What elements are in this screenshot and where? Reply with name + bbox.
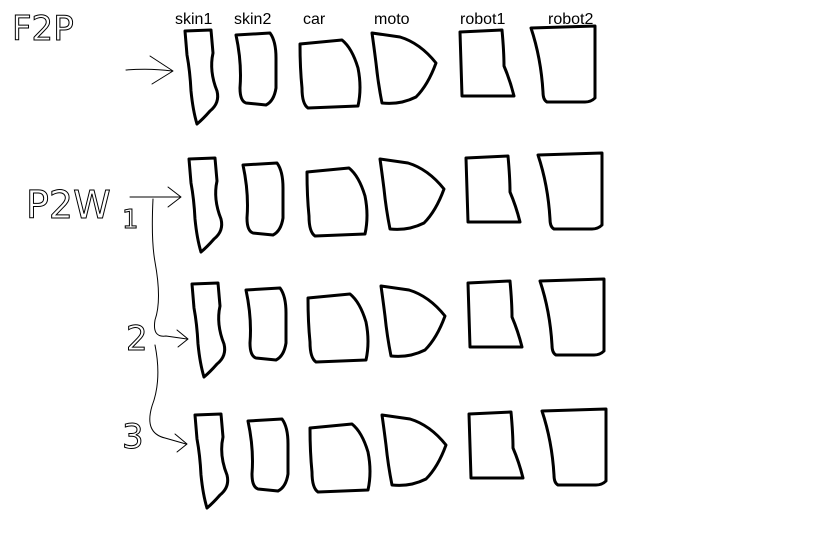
skin1-shape [193, 412, 230, 510]
robot2-shape [529, 24, 597, 104]
skin2-shape [241, 161, 285, 237]
robot2-shape [538, 277, 606, 357]
row-labels: F2P P2W 1 2 3 [12, 9, 149, 458]
p2w-row-2 [190, 277, 606, 379]
moto-shape [378, 157, 446, 231]
car-shape [298, 38, 362, 110]
skin1-shape [187, 156, 224, 254]
robot2-shape [536, 151, 604, 231]
f2p-arrow [125, 55, 174, 85]
column-label-car: car [303, 11, 326, 28]
skin2-shape [244, 286, 288, 362]
column-label-robot2: robot2 [548, 11, 593, 28]
car-shape [308, 422, 372, 494]
skin2-shape [234, 31, 278, 107]
f2p-row [183, 24, 597, 126]
car-shape [305, 166, 369, 238]
robot1-shape [464, 154, 522, 224]
column-label-skin1: skin1 [175, 11, 212, 28]
moto-shape [370, 31, 438, 105]
moto-shape [379, 284, 447, 358]
skin2-shape [246, 417, 290, 493]
column-labels: skin1 skin2 car moto robot1 robot2 [175, 11, 593, 28]
car-shape [306, 292, 370, 364]
robot1-shape [458, 28, 516, 98]
column-label-robot1: robot1 [460, 11, 505, 28]
p2w-bracket-arrow [129, 186, 189, 453]
column-label-skin2: skin2 [234, 11, 271, 28]
p2w-label: P2W [26, 183, 111, 227]
robot1-shape [467, 410, 525, 480]
p2w-row-3-label: 3 [122, 417, 144, 457]
column-label-moto: moto [374, 11, 410, 28]
p2w-row-3 [193, 407, 608, 510]
skin1-shape [190, 281, 227, 379]
robot2-shape [540, 407, 608, 487]
arrows [125, 55, 189, 453]
moto-shape [380, 413, 448, 487]
skin1-shape [183, 28, 220, 126]
p2w-row-1 [187, 151, 604, 254]
f2p-label: F2P [12, 9, 74, 49]
p2w-row-1-label: 1 [122, 205, 139, 235]
robot1-shape [466, 279, 524, 349]
p2w-row-2-label: 2 [126, 319, 148, 359]
